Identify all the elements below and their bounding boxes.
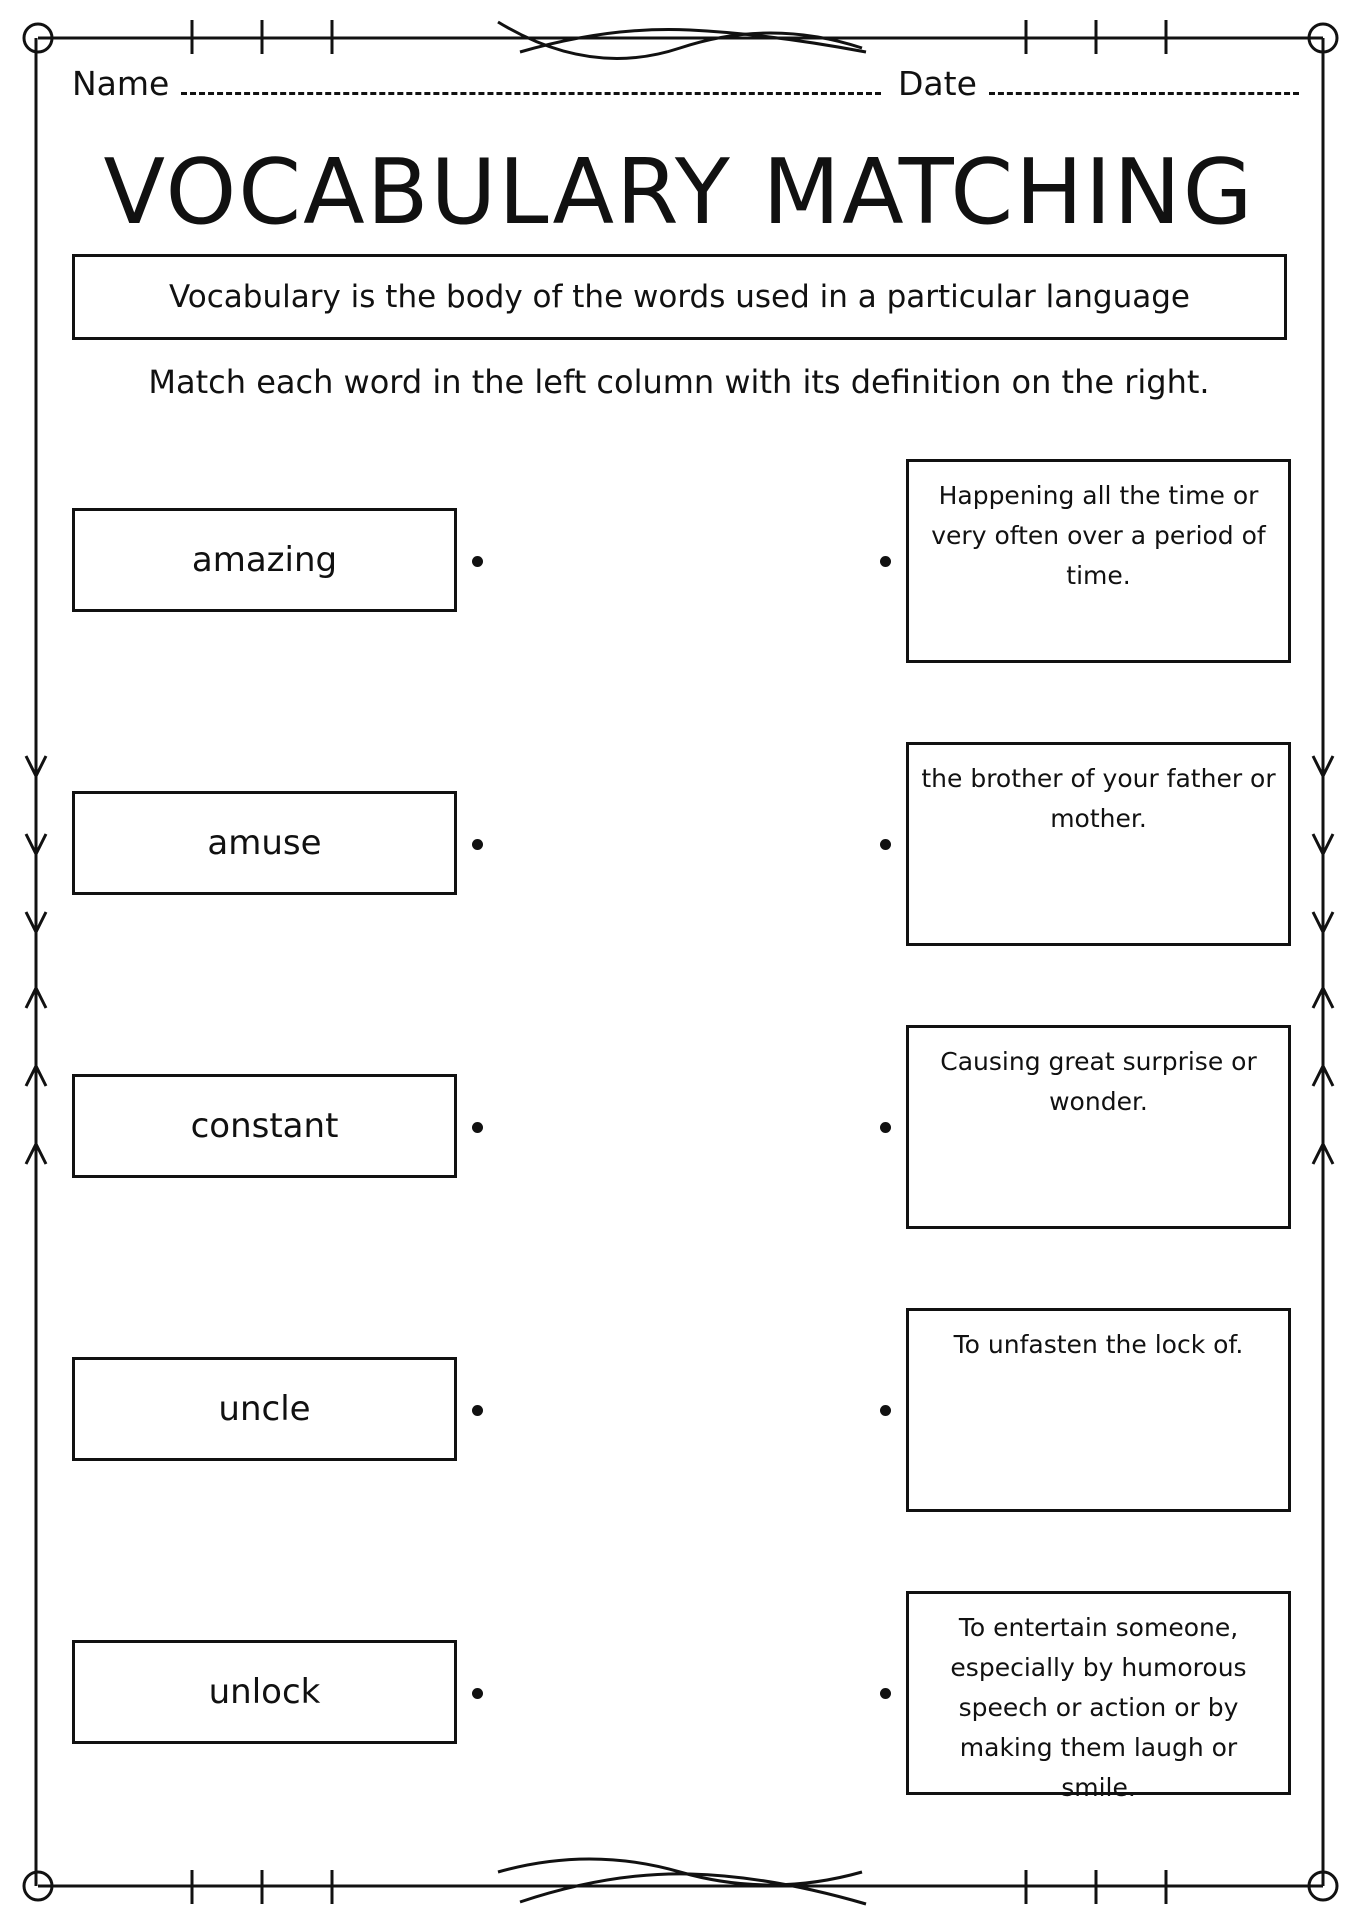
name-label: Name (72, 64, 170, 103)
word-label: constant (190, 1106, 339, 1146)
vocabulary-definition: Vocabulary is the body of the words used… (168, 279, 1190, 315)
word-match-dot[interactable] (472, 1688, 483, 1699)
name-blank[interactable] (181, 66, 882, 95)
vocabulary-definition-box: Vocabulary is the body of the words used… (72, 254, 1287, 340)
word-box: uncle (72, 1357, 457, 1461)
meaning-match-dot[interactable] (880, 1405, 891, 1416)
meaning-text: To entertain someone, especially by humo… (950, 1613, 1247, 1802)
word-label: amazing (191, 540, 338, 580)
meaning-box: To entertain someone, especially by humo… (906, 1591, 1291, 1802)
meaning-match-dot[interactable] (880, 839, 891, 850)
meaning-text: Happening all the time or very often ove… (931, 481, 1266, 590)
meaning-match-dot[interactable] (880, 1688, 891, 1699)
instruction-text: Match each word in the left column with … (148, 363, 1210, 401)
meaning-text: To unfasten the lock of. (953, 1330, 1244, 1359)
meaning-box: Happening all the time or very often ove… (906, 459, 1291, 663)
meaning-box: the brother of your father or mother. (906, 742, 1291, 946)
word-label: amuse (207, 823, 322, 863)
meaning-box: To unfasten the lock of. (906, 1308, 1291, 1512)
word-label: unlock (208, 1672, 321, 1712)
meaning-text: the brother of your father or mother. (921, 764, 1276, 833)
word-box: constant (72, 1074, 457, 1178)
word-match-dot[interactable] (472, 556, 483, 567)
meaning-text: Causing great surprise or wonder. (940, 1047, 1257, 1116)
name-field[interactable]: Name (72, 62, 882, 106)
meaning-box: Causing great surprise or wonder. (906, 1025, 1291, 1229)
word-match-dot[interactable] (472, 1405, 483, 1416)
date-field[interactable]: Date (898, 62, 1299, 106)
word-box: amuse (72, 791, 457, 895)
word-box: amazing (72, 508, 457, 612)
word-match-dot[interactable] (472, 839, 483, 850)
page-title: VOCABULARY MATCHING (103, 140, 1255, 245)
date-blank[interactable] (988, 66, 1299, 95)
word-label: uncle (218, 1389, 311, 1429)
date-label: Date (898, 64, 977, 103)
word-match-dot[interactable] (472, 1122, 483, 1133)
word-box: unlock (72, 1640, 457, 1744)
meaning-match-dot[interactable] (880, 1122, 891, 1133)
meaning-match-dot[interactable] (880, 556, 891, 567)
